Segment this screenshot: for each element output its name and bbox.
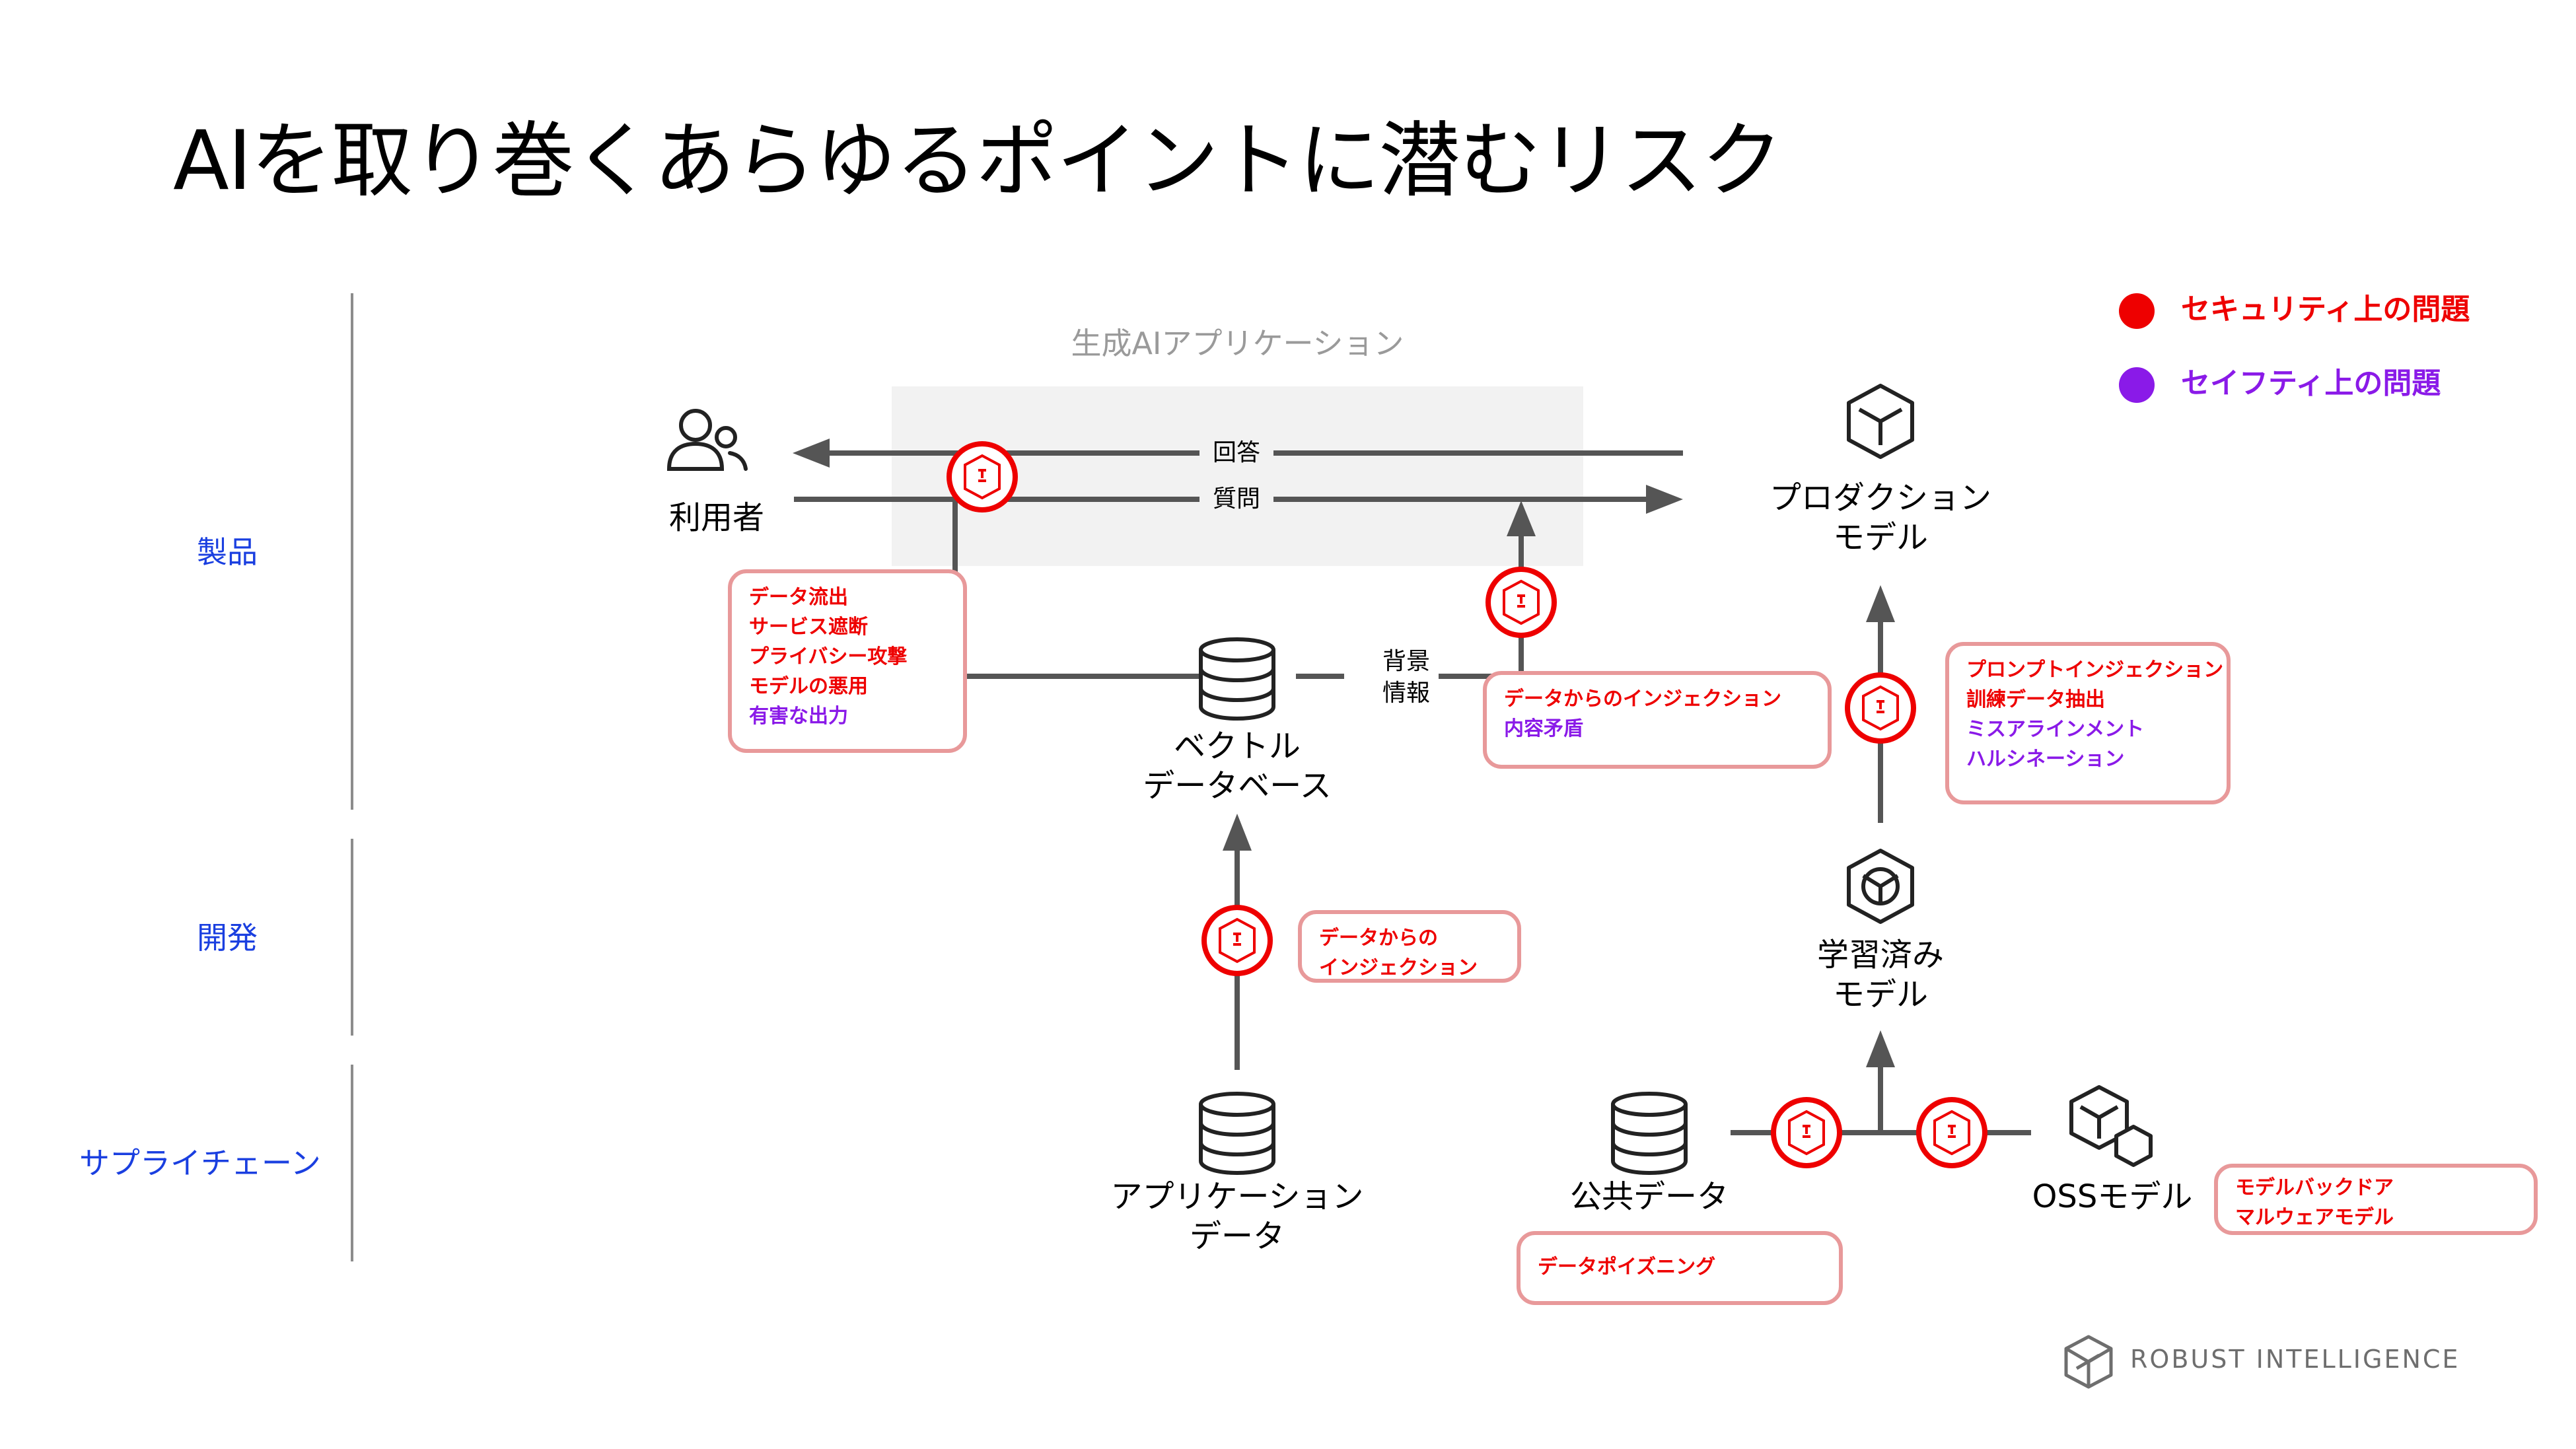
shield-badge-icon <box>947 441 1018 512</box>
production-model-line2: モデル <box>1832 519 1928 556</box>
database-icon <box>1611 1092 1688 1176</box>
shield-badge-icon <box>1845 672 1916 744</box>
answer-label: 回答 <box>1199 437 1274 469</box>
shield-badge-icon <box>1916 1097 1987 1168</box>
app-data-line1: アプリケーション <box>1110 1178 1364 1215</box>
risk-box-poisoning: データポイズニング <box>1517 1231 1843 1305</box>
legend-safety-label: セイフティ上の問題 <box>2181 367 2441 400</box>
risk-item: データ流出 <box>749 586 848 609</box>
page-title: AIを取り巻くあらゆるポイントに潜むリスク <box>173 114 1783 209</box>
brand-name: ROBUST INTELLIGENCE <box>2130 1345 2460 1374</box>
cubes-icon <box>2069 1085 2153 1167</box>
risk-item: マルウェアモデル <box>2235 1206 2394 1229</box>
shield-badge-icon <box>1771 1097 1842 1168</box>
trained-model-line2: モデル <box>1832 976 1928 1013</box>
risk-item: データポイズニング <box>1538 1255 1716 1279</box>
user-label: 利用者 <box>668 499 764 536</box>
risk-item: モデルバックドア <box>2235 1176 2394 1199</box>
risk-item: データからの <box>1319 927 1438 950</box>
risk-item: ミスアラインメント <box>1966 718 2145 741</box>
arrowhead-answer <box>793 439 830 468</box>
legend-security: セキュリティ上の問題 <box>2119 285 2470 329</box>
arrowhead-question <box>1646 485 1683 514</box>
arrowhead-trained <box>1866 585 1895 622</box>
vector-db-label: ベクトル データベース <box>1138 726 1336 806</box>
risk-box-output: データ流出 サービス遮断 プライバシー攻撃 モデルの悪用 有害な出力 <box>728 569 967 753</box>
context-label-line2: 情報 <box>1382 680 1431 707</box>
risk-item: インジェクション <box>1319 956 1478 979</box>
hex-network-icon <box>1847 849 1914 924</box>
risk-item: プライバシー攻撃 <box>749 645 908 668</box>
users-icon <box>666 409 748 471</box>
app-area-label: 生成AIアプリケーション <box>1071 326 1404 361</box>
robust-intelligence-logo <box>2064 1335 2113 1389</box>
trained-model-label: 学習済み モデル <box>1781 935 1980 1014</box>
context-label-line1: 背景 <box>1382 648 1431 675</box>
oss-model-label: OSSモデル <box>2032 1178 2193 1215</box>
legend-security-label: セキュリティ上の問題 <box>2181 293 2470 326</box>
stage-label-development: 開発 <box>197 920 258 956</box>
shield-badge-icon <box>1201 905 1273 976</box>
app-data-line2: データ <box>1189 1218 1285 1255</box>
risk-item: サービス遮断 <box>749 616 868 639</box>
stage-divider <box>351 293 353 810</box>
question-label: 質問 <box>1199 483 1274 515</box>
context-label: 背景 情報 <box>1376 646 1437 709</box>
vector-db-line2: データベース <box>1143 767 1332 804</box>
arrowhead-context <box>1507 501 1536 536</box>
stage-label-product: 製品 <box>197 534 258 570</box>
legend-safety: セイフティ上の問題 <box>2119 359 2441 403</box>
risk-item: データからのインジェクション <box>1504 688 1781 711</box>
risk-item: プロンプトインジェクション <box>1966 658 2224 682</box>
stage-divider <box>351 1065 353 1261</box>
risk-box-data-injection: データからの インジェクション <box>1298 910 1521 983</box>
arrowhead-appdata <box>1223 814 1252 851</box>
arrowhead-supply <box>1866 1030 1895 1067</box>
risk-box-context-injection: データからのインジェクション 内容矛盾 <box>1483 671 1832 769</box>
database-icon <box>1199 637 1275 721</box>
risk-box-prompt: プロンプトインジェクション 訓練データ抽出 ミスアラインメント ハルシネーション <box>1945 642 2231 804</box>
app-data-label: アプリケーション データ <box>1105 1177 1369 1256</box>
public-data-label: 公共データ <box>1569 1178 1729 1215</box>
legend-dot-safety <box>2119 367 2155 403</box>
risk-item: 訓練データ抽出 <box>1966 688 2105 711</box>
risk-item: ハルシネーション <box>1966 748 2125 771</box>
shield-badge-icon <box>1485 567 1557 638</box>
legend-dot-security <box>2119 293 2155 329</box>
risk-box-oss: モデルバックドア マルウェアモデル <box>2214 1164 2538 1235</box>
stage-divider <box>351 839 353 1036</box>
trained-model-line1: 学習済み <box>1816 937 1944 973</box>
database-icon <box>1199 1092 1275 1176</box>
production-model-label: プロダクション モデル <box>1768 478 1993 557</box>
stage-label-supply-chain: サプライチェーン <box>79 1145 321 1181</box>
risk-item: 有害な出力 <box>749 705 848 728</box>
vector-db-line1: ベクトル <box>1173 728 1301 765</box>
risk-item: 内容矛盾 <box>1504 717 1583 740</box>
risk-item: モデルの悪用 <box>749 675 868 698</box>
production-model-line1: プロダクション <box>1769 479 1991 516</box>
cube-icon <box>1847 384 1914 459</box>
